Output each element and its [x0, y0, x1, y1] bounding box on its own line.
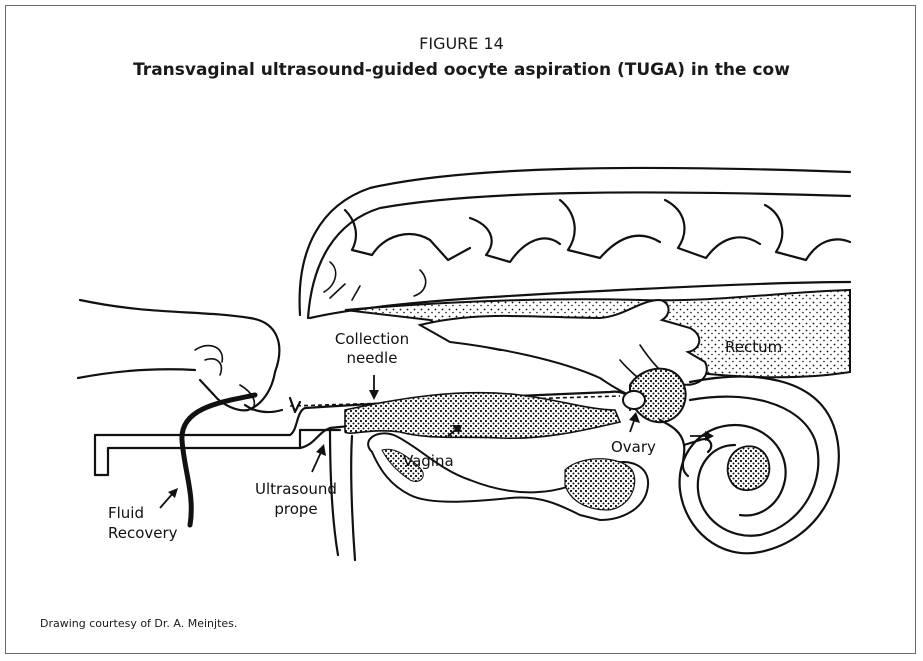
vaginal-wall	[345, 393, 620, 439]
uterine-horn	[660, 377, 839, 554]
label-ultrasound-line1: Ultrasound	[255, 480, 337, 498]
label-fluid-line1: Fluid	[108, 504, 144, 522]
label-ultrasound-line2: prope	[274, 500, 317, 518]
fluid-arrow	[160, 488, 178, 508]
fluid-recovery-tube	[182, 395, 255, 525]
ovary-arrow	[629, 412, 640, 432]
label-vagina: Vagina	[403, 452, 454, 470]
collection-needle-arrow	[369, 375, 379, 400]
label-collection-line1: Collection	[335, 330, 409, 348]
label-ovary: Ovary	[611, 438, 656, 456]
label-fluid-line2: Recovery	[108, 524, 178, 542]
label-rectum: Rectum	[725, 338, 782, 356]
ultrasound-arrow	[312, 444, 326, 472]
label-collection-line2: needle	[347, 349, 398, 367]
figure-caption: Drawing courtesy of Dr. A. Meinjtes.	[40, 617, 237, 630]
pelvic-bones	[330, 428, 648, 560]
